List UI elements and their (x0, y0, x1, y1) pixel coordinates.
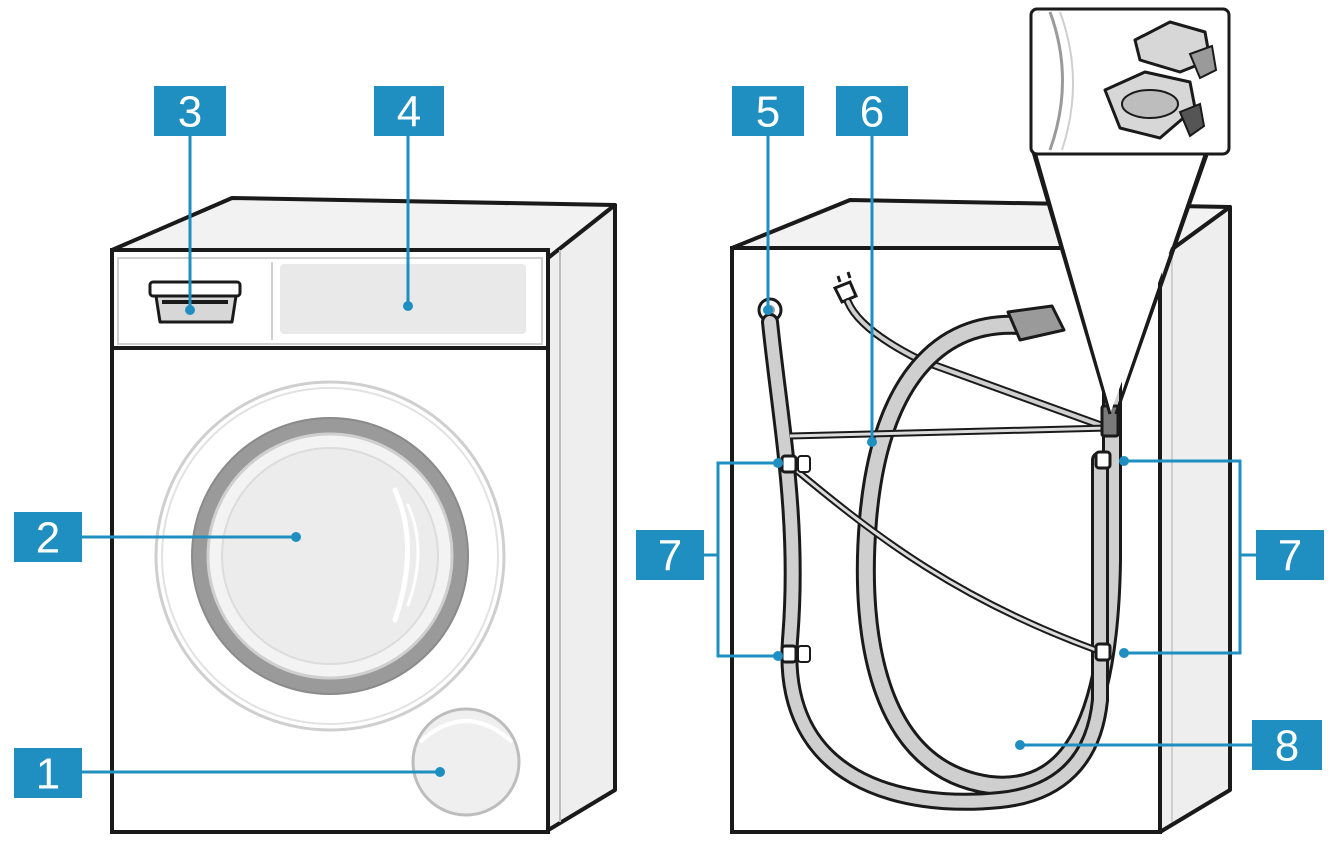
callout-8: 8 (1252, 720, 1322, 771)
callout-3: 3 (154, 86, 226, 137)
callout-1-label: 1 (36, 750, 60, 799)
washing-machine-front-icon (110, 196, 617, 834)
callout-6-label: 6 (860, 88, 884, 137)
leader-7a (704, 461, 778, 658)
callout-3-label: 3 (178, 88, 202, 137)
callout-8-label: 8 (1275, 722, 1299, 771)
callout-5-label: 5 (756, 88, 780, 137)
callout-7-right-label: 7 (1278, 532, 1302, 581)
leader-lines (82, 134, 1256, 777)
callout-7-left-label: 7 (658, 532, 682, 581)
pump-filter-cover (411, 707, 521, 817)
callout-4-label: 4 (397, 88, 421, 137)
callout-2-label: 2 (36, 514, 60, 563)
callout-1: 1 (14, 748, 82, 799)
callout-7-left: 7 (636, 530, 704, 581)
callout-4: 4 (374, 86, 444, 137)
detergent-drawer (148, 280, 242, 324)
callout-6: 6 (836, 86, 908, 137)
leader-7b (1124, 459, 1256, 655)
callout-2: 2 (14, 512, 82, 563)
door (154, 380, 506, 732)
callout-7-right: 7 (1256, 530, 1324, 581)
washing-machine-rear-icon (730, 198, 1232, 834)
hose-clip-detail-icon (1029, 7, 1231, 415)
callout-5: 5 (732, 86, 804, 137)
